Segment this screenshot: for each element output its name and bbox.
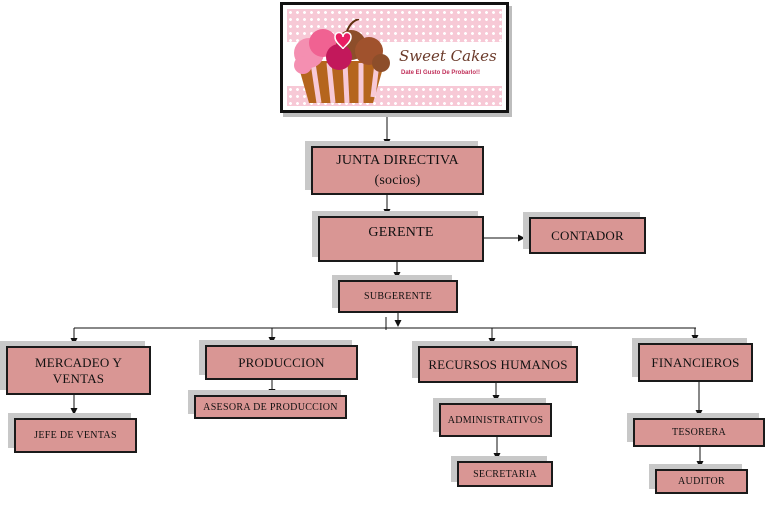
node-auditor: AUDITOR bbox=[655, 469, 748, 494]
node-subgerente-label: SUBGERENTE bbox=[364, 291, 432, 302]
node-junta-sublabel: (socios) bbox=[374, 172, 421, 188]
node-tesorera-label: TESORERA bbox=[671, 427, 727, 438]
node-contador: CONTADOR bbox=[529, 217, 646, 254]
node-financieros-label: FINANCIEROS bbox=[651, 354, 740, 370]
node-rrhh-label: RECURSOS HUMANOS bbox=[428, 356, 568, 372]
node-junta-directiva: JUNTA DIRECTIVA (socios) bbox=[311, 146, 484, 195]
node-auditor-label: AUDITOR bbox=[678, 476, 725, 487]
company-logo: Sweet Cakes Date El Gusto De Probarlo!! bbox=[280, 2, 509, 113]
node-secretaria: SECRETARIA bbox=[457, 461, 553, 487]
node-asesora-label: ASESORA DE PRODUCCION bbox=[203, 401, 338, 413]
node-produccion: PRODUCCION bbox=[205, 345, 358, 380]
node-administrativos-label: ADMINISTRATIVOS bbox=[447, 414, 544, 426]
node-mercadeo-ventas: MERCADEO Y VENTAS bbox=[6, 346, 151, 395]
node-subgerente: SUBGERENTE bbox=[338, 280, 458, 313]
node-asesora-produccion: ASESORA DE PRODUCCION bbox=[194, 395, 347, 419]
node-contador-label: CONTADOR bbox=[551, 227, 624, 243]
node-tesorera: TESORERA bbox=[633, 418, 765, 447]
node-administrativos: ADMINISTRATIVOS bbox=[439, 403, 552, 437]
node-produccion-label: PRODUCCION bbox=[238, 354, 325, 370]
cupcake-icon bbox=[294, 19, 390, 104]
node-jefe-ventas-label: JEFE DE VENTAS bbox=[34, 430, 117, 441]
node-junta-label: JUNTA DIRECTIVA bbox=[336, 152, 459, 168]
node-jefe-ventas: JEFE DE VENTAS bbox=[14, 418, 137, 453]
node-recursos-humanos: RECURSOS HUMANOS bbox=[418, 346, 578, 383]
node-gerente-label: GERENTE bbox=[368, 225, 434, 240]
node-financieros: FINANCIEROS bbox=[638, 343, 753, 382]
brand-tagline: Date El Gusto De Probarlo!! bbox=[401, 70, 481, 76]
node-gerente: GERENTE bbox=[318, 216, 484, 262]
node-secretaria-label: SECRETARIA bbox=[473, 468, 537, 480]
node-mercadeo-label: MERCADEO Y VENTAS bbox=[34, 354, 123, 386]
brand-name: Sweet Cakes bbox=[399, 47, 497, 65]
